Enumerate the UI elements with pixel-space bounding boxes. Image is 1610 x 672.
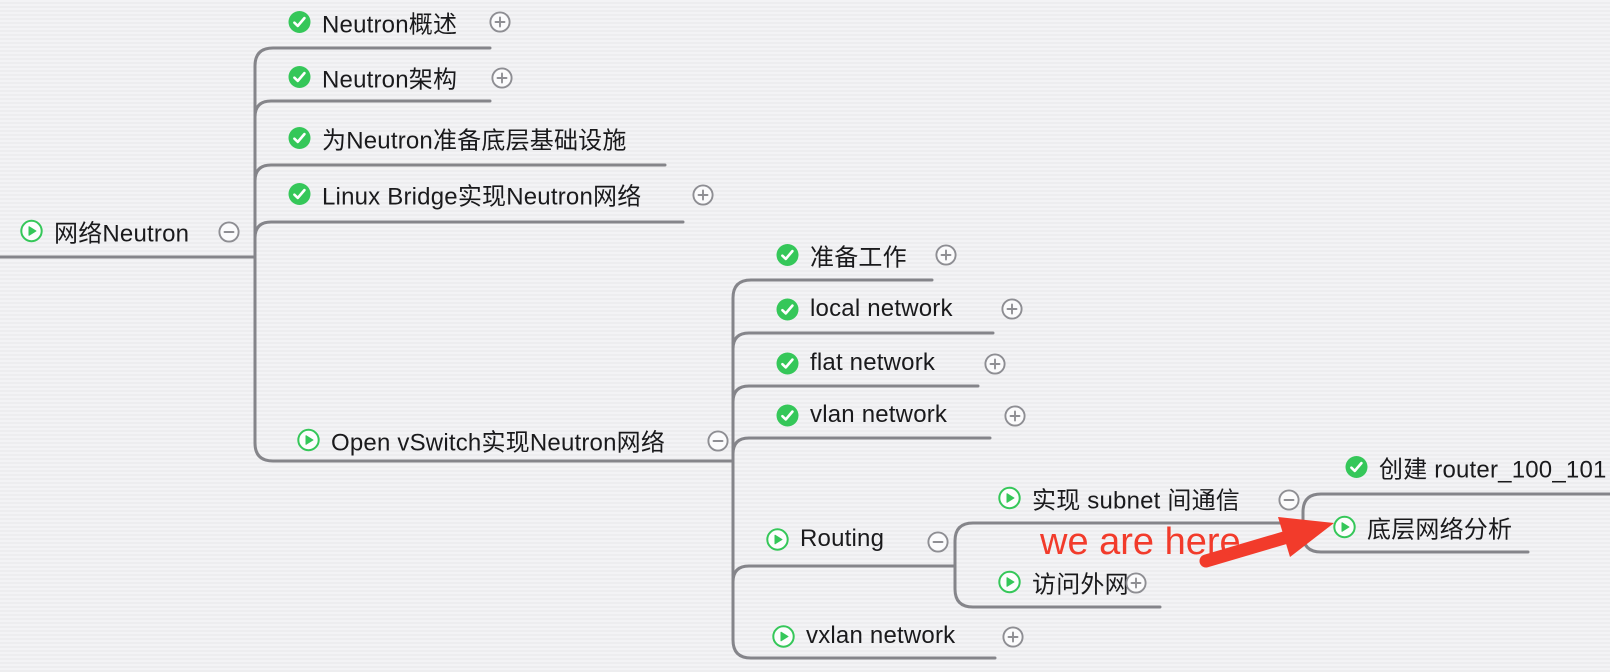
topic-neutron-architecture[interactable]: Neutron架构: [288, 60, 457, 95]
expand-button[interactable]: [1001, 298, 1023, 320]
expand-button[interactable]: [935, 244, 957, 266]
collapse-button[interactable]: [218, 221, 240, 243]
topic-flat-network[interactable]: flat network: [776, 349, 935, 377]
expand-button[interactable]: [1002, 626, 1024, 648]
we-are-here-annotation: we are here: [1040, 521, 1241, 563]
topic-label: Neutron概述: [322, 11, 458, 39]
topic-label: local network: [810, 295, 953, 322]
expand-button[interactable]: [1004, 405, 1026, 427]
topic-external-network-access[interactable]: 访问外网: [998, 565, 1129, 600]
play-icon: [772, 624, 795, 648]
topic-label: vxlan network: [806, 622, 956, 649]
check-icon: [776, 244, 799, 266]
topic-label: Routing: [800, 525, 885, 552]
topic-local-network[interactable]: local network: [776, 295, 953, 323]
topic-underlying-network-analysis[interactable]: 底层网络分析: [1333, 510, 1512, 545]
topic-label: Linux Bridge实现Neutron网络: [322, 183, 642, 211]
play-icon: [1333, 515, 1356, 539]
topic-subnet-communication[interactable]: 实现 subnet 间通信: [998, 481, 1240, 516]
check-icon: [776, 352, 799, 374]
topic-vxlan-network[interactable]: vxlan network: [772, 622, 955, 650]
expand-button[interactable]: [1125, 572, 1147, 594]
topic-label: flat network: [810, 349, 936, 376]
collapse-button[interactable]: [1278, 489, 1300, 511]
expand-button[interactable]: [491, 67, 513, 89]
check-icon: [776, 298, 799, 320]
topic-routing[interactable]: Routing: [766, 525, 884, 553]
topic-label: 访问外网: [1032, 571, 1129, 599]
play-icon: [297, 428, 320, 452]
play-icon: [998, 570, 1021, 594]
topic-label: vlan network: [810, 401, 948, 428]
expand-button[interactable]: [692, 184, 714, 206]
topic-label: Neutron架构: [322, 66, 458, 94]
topic-label: Open vSwitch实现Neutron网络: [331, 429, 666, 457]
topic-label: 实现 subnet 间通信: [1032, 487, 1240, 515]
topic-open-vswitch-neutron[interactable]: Open vSwitch实现Neutron网络: [297, 423, 665, 458]
topic-label: 为Neutron准备底层基础设施: [322, 127, 627, 155]
topic-label: 创建 router_100_101: [1379, 456, 1607, 484]
check-icon: [288, 183, 311, 205]
check-icon: [1345, 456, 1368, 478]
collapse-button[interactable]: [707, 430, 729, 452]
check-icon: [776, 404, 799, 426]
topic-vlan-network[interactable]: vlan network: [776, 401, 947, 429]
check-icon: [288, 66, 311, 88]
topic-create-router-100-101[interactable]: 创建 router_100_101: [1345, 450, 1607, 485]
check-icon: [288, 127, 311, 149]
play-icon: [998, 486, 1021, 510]
topic-label: 准备工作: [810, 244, 907, 272]
topic-linux-bridge-neutron[interactable]: Linux Bridge实现Neutron网络: [288, 177, 641, 212]
play-icon: [20, 219, 43, 243]
topic-label: 底层网络分析: [1367, 516, 1513, 544]
expand-button[interactable]: [984, 353, 1006, 375]
topic-neutron-overview[interactable]: Neutron概述: [288, 5, 457, 40]
topic-network-neutron[interactable]: 网络Neutron: [20, 214, 189, 249]
play-icon: [766, 527, 789, 551]
check-icon: [288, 11, 311, 33]
topic-label: 网络Neutron: [54, 220, 190, 248]
topic-neutron-infra-prep[interactable]: 为Neutron准备底层基础设施: [288, 121, 627, 156]
expand-button[interactable]: [489, 11, 511, 33]
topic-prep-work[interactable]: 准备工作: [776, 238, 907, 273]
red-arrow-icon: [1199, 517, 1334, 568]
collapse-button[interactable]: [927, 531, 949, 553]
